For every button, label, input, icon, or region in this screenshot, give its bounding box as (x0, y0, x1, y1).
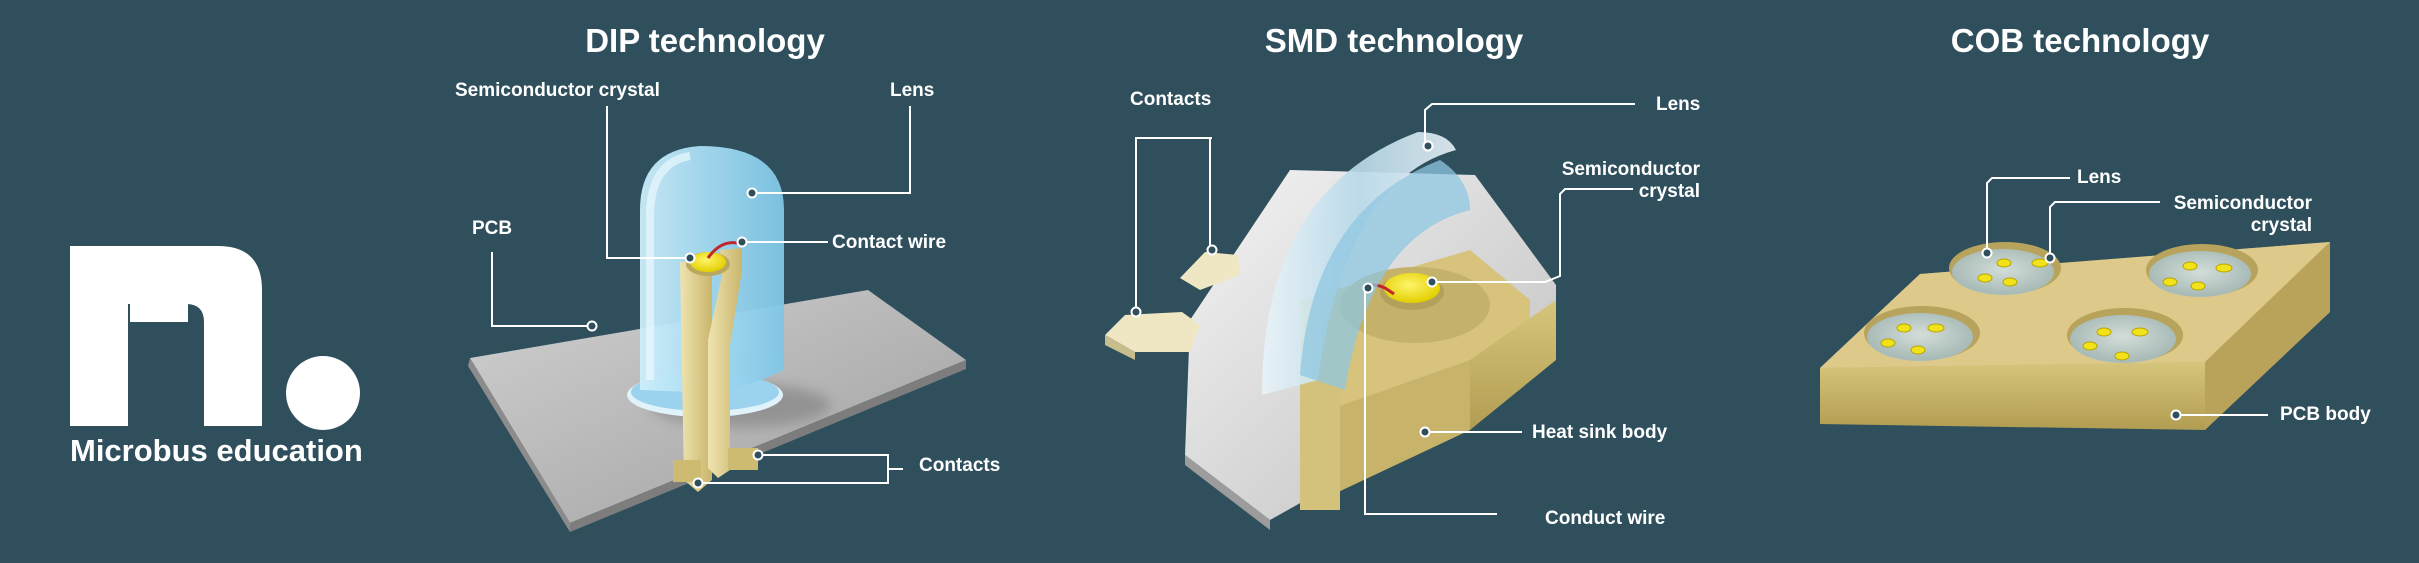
cob-crystals (1880, 258, 2233, 361)
cob-lens-1 (1949, 242, 2061, 295)
cob-label-pcb-body: PCB body (2280, 404, 2371, 425)
cob-title: COB technology (1950, 22, 2210, 59)
dip-led-illustration (468, 146, 966, 532)
smd-label-heat-sink-body: Heat sink body (1532, 422, 1668, 443)
dip-title: DIP technology (585, 22, 825, 59)
smd-label-contacts: Contacts (1130, 89, 1212, 110)
smd-label-semiconductor-crystal: Semiconductor crystal (1520, 159, 1700, 203)
cob-leader-dots (1981, 247, 2182, 421)
smd-label-lens: Lens (1656, 94, 1701, 115)
dip-leader-dots (586, 187, 764, 489)
smd-label-semiconductor-line1: Semiconductor (1561, 159, 1700, 180)
cob-lens-3 (1864, 306, 1980, 361)
smd-led-illustration (1105, 132, 1556, 530)
smd-label-semiconductor-line2: crystal (1638, 181, 1700, 202)
dip-label-pcb: PCB (472, 218, 513, 239)
smd-label-conduct-wire: Conduct wire (1545, 508, 1666, 529)
dip-label-semiconductor-crystal: Semiconductor crystal (455, 80, 660, 101)
cob-label-semiconductor-crystal: Semiconductor crystal (2132, 193, 2312, 237)
smd-leader-lines (1135, 103, 1635, 515)
cob-leader-lines (1986, 177, 2268, 416)
smd-title: SMD technology (1264, 22, 1524, 59)
cob-label-lens: Lens (2077, 167, 2122, 188)
microbus-logo (70, 246, 360, 430)
dip-label-lens: Lens (890, 80, 935, 101)
brand-name: Microbus education (70, 433, 363, 468)
dip-label-contacts: Contacts (919, 455, 1001, 476)
cob-label-semiconductor-line1: Semiconductor (2173, 193, 2312, 214)
dip-label-contact-wire: Contact wire (832, 232, 947, 253)
dip-leader-lines (491, 106, 911, 484)
cob-board-illustration (1820, 242, 2330, 430)
smd-leader-dots (1130, 140, 1438, 438)
cob-label-semiconductor-line2: crystal (2250, 215, 2312, 236)
